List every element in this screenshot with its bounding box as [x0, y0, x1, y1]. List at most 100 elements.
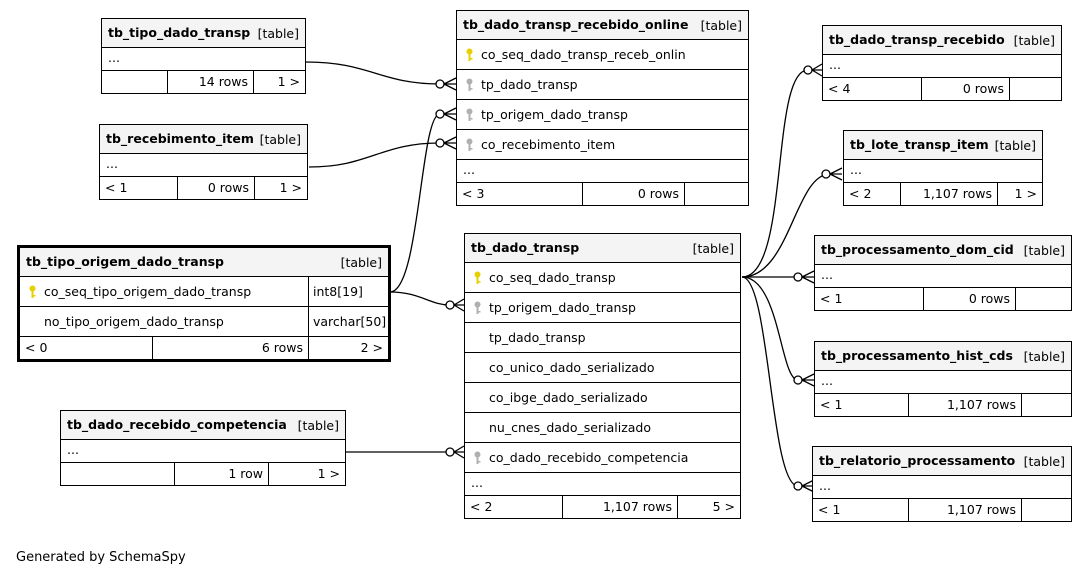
parents-count: 1 >: [997, 183, 1042, 205]
row-count: 14 rows: [167, 71, 253, 93]
column-name: co_recebimento_item: [481, 137, 616, 152]
table-footer: < 0 6 rows 2 >: [20, 337, 388, 359]
row-count: 1,107 rows: [908, 499, 1021, 521]
table-dado-transp-recebido-online[interactable]: tb_dado_transp_recebido_online [table] c…: [456, 10, 749, 206]
generated-by-label: Generated by SchemaSpy: [16, 550, 186, 565]
column-name: tp_dado_transp: [489, 330, 586, 345]
table-header: tb_relatorio_processamento [table]: [813, 447, 1071, 476]
table-footer: 14 rows 1 >: [102, 71, 305, 93]
foreign-key-icon: [466, 138, 473, 151]
more-columns: ...: [465, 473, 740, 496]
primary-key-icon: [466, 48, 473, 61]
table-name: tb_dado_transp_recebido_online: [463, 17, 689, 32]
table-recebimento-item[interactable]: tb_recebimento_item [table] ... < 1 0 ro…: [99, 124, 308, 200]
table-processamento-hist-cds[interactable]: tb_processamento_hist_cds [table] ... < …: [814, 341, 1072, 417]
children-count: < 1: [818, 502, 841, 517]
column-name: co_seq_dado_transp_receb_onlin: [481, 47, 686, 62]
more-columns: ...: [61, 440, 345, 463]
column-row[interactable]: co_seq_dado_transp_receb_onlin: [457, 40, 748, 70]
column-row[interactable]: no_tipo_origem_dado_transp varchar[50]: [20, 307, 388, 337]
table-tipo-origem-dado-transp[interactable]: tb_tipo_origem_dado_transp [table] co_se…: [17, 245, 391, 362]
edge-tipo-origem-to-online: [389, 113, 441, 293]
edge-tipo-origem-to-dado: [389, 291, 451, 306]
table-header: tb_lote_transp_item [table]: [844, 131, 1042, 160]
edge-tipo-dado-to-online: [305, 61, 441, 85]
column-name: nu_cnes_dado_serializado: [489, 420, 651, 435]
edge-dado-to-relatorio: [741, 276, 799, 487]
table-tag: [table]: [700, 18, 742, 33]
children-count: < 1: [105, 180, 128, 195]
table-dado-transp-recebido[interactable]: tb_dado_transp_recebido [table] ... < 4 …: [822, 25, 1062, 101]
column-row[interactable]: tp_origem_dado_transp: [465, 293, 740, 323]
row-count: 1,107 rows: [562, 496, 677, 518]
table-name: tb_processamento_dom_cid: [821, 242, 1014, 257]
table-processamento-dom-cid[interactable]: tb_processamento_dom_cid [table] ... < 1…: [814, 235, 1072, 311]
table-header: tb_tipo_dado_transp [table]: [102, 19, 305, 48]
foreign-key-icon: [466, 78, 473, 91]
table-name: tb_lote_transp_item: [850, 137, 989, 152]
column-row[interactable]: co_dado_recebido_competencia: [465, 443, 740, 473]
table-dado-recebido-competencia[interactable]: tb_dado_recebido_competencia [table] ...…: [60, 410, 346, 486]
table-tag: [table]: [692, 241, 734, 256]
column-name: no_tipo_origem_dado_transp: [44, 314, 224, 329]
parents-count: [1015, 288, 1071, 310]
table-dado-transp[interactable]: tb_dado_transp [table] co_seq_dado_trans…: [464, 233, 741, 519]
column-name: tp_dado_transp: [481, 77, 578, 92]
foreign-key-icon: [474, 451, 481, 464]
edge-dado-to-transp-recebido: [741, 69, 809, 278]
table-lote-transp-item[interactable]: tb_lote_transp_item [table] ... < 2 1,10…: [843, 130, 1043, 206]
more-columns: ...: [813, 476, 1071, 499]
primary-key-icon: [474, 271, 481, 284]
row-count: 0 rows: [921, 78, 1009, 100]
table-relatorio-processamento[interactable]: tb_relatorio_processamento [table] ... <…: [812, 446, 1072, 522]
table-header: tb_tipo_origem_dado_transp [table]: [20, 248, 388, 277]
row-count: 1 row: [174, 463, 268, 485]
more-columns: ...: [102, 48, 305, 71]
table-name: tb_tipo_dado_transp: [108, 25, 251, 40]
edge-recebimento-to-online: [308, 142, 441, 168]
table-header: tb_processamento_hist_cds [table]: [815, 342, 1071, 371]
parents-count: [684, 183, 748, 205]
table-footer: < 2 1,107 rows 5 >: [465, 496, 740, 518]
column-row[interactable]: co_unico_dado_serializado: [465, 353, 740, 383]
column-name: co_dado_recebido_competencia: [489, 450, 689, 465]
table-name: tb_dado_transp_recebido: [829, 32, 1005, 47]
column-row[interactable]: tp_dado_transp: [457, 70, 748, 100]
table-name: tb_processamento_hist_cds: [821, 348, 1013, 363]
column-row[interactable]: co_seq_tipo_origem_dado_transp int8[19]: [20, 277, 388, 307]
table-footer: < 3 0 rows: [457, 183, 748, 205]
table-footer: < 1 0 rows: [815, 288, 1071, 310]
children-count: < 2: [470, 499, 493, 514]
foreign-key-icon: [466, 108, 473, 121]
children-count: < 0: [25, 340, 48, 355]
column-type: varchar[50]: [308, 307, 390, 336]
column-type: int8[19]: [308, 277, 390, 306]
column-row[interactable]: nu_cnes_dado_serializado: [465, 413, 740, 443]
parents-count: 1 >: [253, 71, 305, 93]
table-footer: < 1 1,107 rows: [815, 394, 1071, 416]
primary-key-icon: [29, 285, 36, 298]
table-name: tb_tipo_origem_dado_transp: [26, 254, 224, 269]
table-tag: [table]: [297, 418, 339, 433]
table-name: tb_dado_transp: [471, 240, 580, 255]
row-count: 0 rows: [582, 183, 684, 205]
table-tag: [table]: [994, 138, 1036, 153]
children-count: < 1: [820, 397, 843, 412]
column-row[interactable]: tp_origem_dado_transp: [457, 100, 748, 130]
children-count: < 4: [828, 81, 851, 96]
table-tipo-dado-transp[interactable]: tb_tipo_dado_transp [table] ... 14 rows …: [101, 18, 306, 94]
children-count: < 2: [849, 186, 872, 201]
column-row[interactable]: co_ibge_dado_serializado: [465, 383, 740, 413]
more-columns: ...: [100, 154, 307, 177]
more-columns: ...: [815, 265, 1071, 288]
table-name: tb_dado_recebido_competencia: [67, 417, 287, 432]
parents-count: 2 >: [308, 337, 388, 359]
table-name: tb_relatorio_processamento: [819, 453, 1016, 468]
column-row[interactable]: co_recebimento_item: [457, 130, 748, 160]
column-row[interactable]: co_seq_dado_transp: [465, 263, 740, 293]
column-name: co_seq_dado_transp: [489, 270, 616, 285]
row-count: 0 rows: [923, 288, 1015, 310]
parents-count: [1021, 499, 1071, 521]
column-row[interactable]: tp_dado_transp: [465, 323, 740, 353]
table-tag: [table]: [259, 132, 301, 147]
